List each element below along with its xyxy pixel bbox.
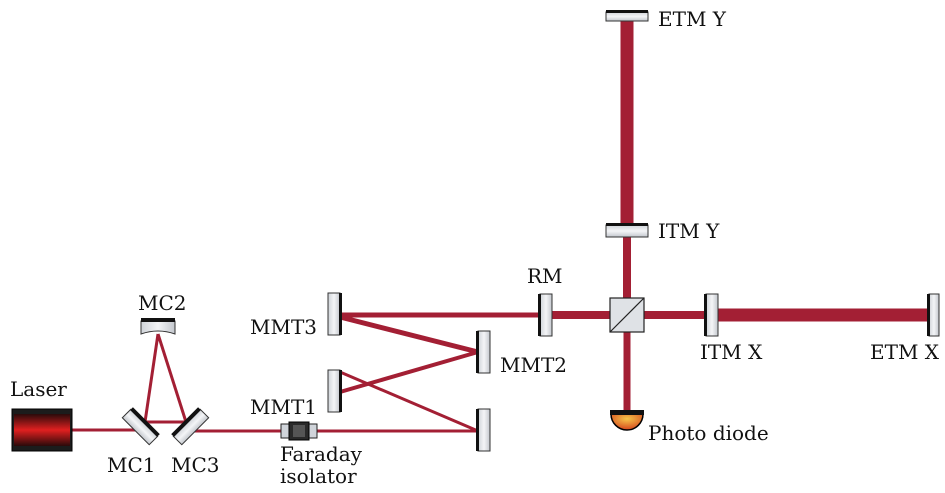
laser-source xyxy=(11,408,73,452)
beam-mc2-mc3 xyxy=(156,333,188,423)
mirror-mmt3 xyxy=(327,292,342,336)
mmt3-label: MMT3 xyxy=(250,315,317,339)
mc3-label: MC3 xyxy=(171,453,220,477)
faraday-label-line2: isolator xyxy=(280,464,357,488)
beam-mmt2-mmt3 xyxy=(339,314,479,355)
mirror-mmt2 xyxy=(476,330,491,374)
laser-label: Laser xyxy=(10,377,67,401)
mirror-etm-x xyxy=(927,293,940,337)
mc1-label: MC1 xyxy=(107,453,156,477)
beam-mc1-mc2 xyxy=(143,333,160,423)
photo-diode-label: Photo diode xyxy=(648,421,769,445)
beam-paths xyxy=(72,20,932,433)
rm-label: RM xyxy=(527,264,563,288)
mirror-mc3 xyxy=(171,407,210,446)
mirror-etm-y xyxy=(605,10,649,22)
faraday-isolator xyxy=(280,421,318,441)
mirror-mc1 xyxy=(121,407,160,446)
mirror-mmt1 xyxy=(327,369,342,413)
beam-steering-mmt1 xyxy=(339,370,479,433)
mmt1-label: MMT1 xyxy=(250,395,317,419)
mirror-rm xyxy=(538,293,553,337)
photo-diode xyxy=(610,410,644,431)
steering-mirror xyxy=(476,408,491,452)
faraday-label-line1: Faraday xyxy=(280,442,363,466)
itm-y-label: ITM Y xyxy=(658,219,720,243)
itm-x-label: ITM X xyxy=(700,340,763,364)
mirror-itm-y xyxy=(605,223,649,238)
mmt2-label: MMT2 xyxy=(500,353,567,377)
beam-mmt1-mmt2 xyxy=(339,350,479,394)
mirror-mc2 xyxy=(140,318,176,335)
beam-splitter xyxy=(609,297,645,333)
etm-y-label: ETM Y xyxy=(658,7,727,31)
etm-x-label: ETM X xyxy=(870,340,940,364)
mirror-itm-x xyxy=(704,293,719,337)
mc2-label: MC2 xyxy=(138,291,187,315)
